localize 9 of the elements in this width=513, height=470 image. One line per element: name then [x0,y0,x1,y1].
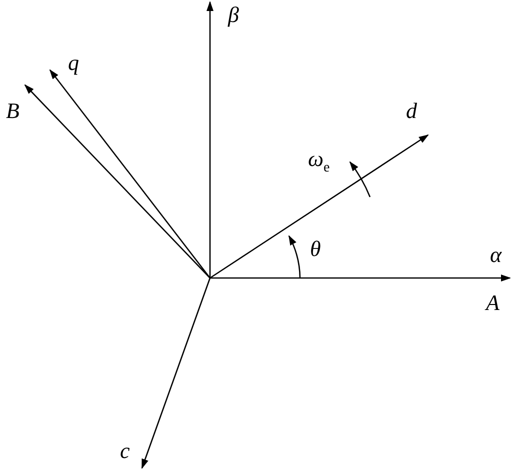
axis-label: β [228,4,239,26]
axis-label: α [490,244,502,266]
axis-label: B [6,100,20,122]
axis-label: A [486,292,500,314]
speed-label: ω$_{e}$ [308,148,330,176]
angle-label: θ [310,238,321,260]
axis-label: c [120,440,130,462]
axis-label: q [68,52,79,74]
axis-label: d [406,100,417,122]
